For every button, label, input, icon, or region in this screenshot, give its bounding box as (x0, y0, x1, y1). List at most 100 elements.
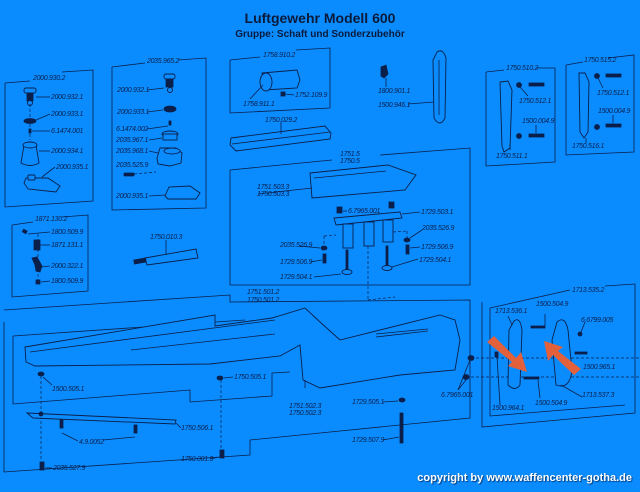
pin-part[interactable] (168, 120, 172, 126)
label-6-7965-001-bottom: 6.7965.001 (441, 392, 473, 399)
label-2035-526-9-left: 2035.526.9 (279, 242, 312, 249)
label-1729-504-1-right: 1729.504.1 (419, 257, 451, 264)
screw-part[interactable] (405, 244, 410, 255)
part-label: 1758.911.1 (243, 101, 275, 108)
label-1500-505-1: 1500.505.1 (52, 386, 84, 393)
group-1758-910-2: 1758.910.2 1758.911.1 1752.109.9 (229, 47, 331, 114)
long-bolt-part[interactable] (399, 412, 404, 444)
part-label: 2000.322.1 (50, 263, 83, 270)
bracket-part[interactable] (333, 211, 403, 226)
part-label: 2000.933.1 (50, 111, 83, 118)
group-label: 1713.535.2 (572, 287, 604, 294)
screw-part[interactable] (35, 279, 41, 285)
nut-part[interactable] (37, 371, 45, 377)
washer-part[interactable] (163, 105, 177, 113)
butt-pad-part[interactable] (432, 50, 447, 124)
screw-part[interactable] (280, 91, 286, 97)
screw-part[interactable] (219, 449, 225, 459)
label-1750-029-2: 1750.029.2 (265, 117, 297, 124)
part-label: 2000.932.1 (116, 87, 149, 94)
label-1750-010-3: 1750.010.3 (150, 234, 182, 241)
label-1729-506-9-right: 1729.506.9 (421, 244, 453, 251)
screw-part[interactable] (523, 376, 540, 380)
part-label: 2035.967.1 (115, 137, 148, 144)
part-label: 1500.964.1 (492, 405, 524, 412)
label-1729-507-9: 1729.507.9 (352, 437, 384, 444)
group-2035-965-2: 2035.965.2 2000.932.1 2000.933.1 6.1474.… (111, 57, 207, 211)
part-label: 1713.537.3 (582, 392, 614, 399)
glue-tube-part[interactable] (133, 248, 199, 266)
part-label: 6.1474.002 (116, 126, 148, 133)
part-label: 1750.512.1 (519, 98, 551, 105)
bolt-part[interactable] (385, 245, 389, 267)
group-1871-130-2: 1871.130.2 1800.509.9 1871.131.1 2000.32… (11, 214, 89, 298)
nut-part[interactable] (216, 375, 224, 381)
bolt-part[interactable] (345, 249, 349, 271)
cheekpiece-assembly: 1751.5 1750.5 1751.503.3 1750.503.3 6.79… (229, 147, 471, 301)
part-label: 2035.968.1 (115, 148, 148, 155)
accessory-rail-part[interactable] (25, 411, 177, 425)
cheek-piece-tool[interactable] (380, 64, 389, 79)
part-label: 1500.504.9 (536, 301, 568, 308)
part-label: 2000.935.1 (55, 164, 88, 171)
screw-part[interactable] (39, 461, 45, 471)
label-1751-502-3: 1751.502.3 (289, 403, 321, 410)
label-6-7965-001-top: 6.7965.001 (348, 208, 380, 215)
group-1750-515-2: 1750.515.2 1750.512.1 1500.004.9 1750.51… (565, 54, 635, 156)
label-1750-501-2: 1750.501.2 (247, 297, 279, 304)
washer-part[interactable] (320, 245, 328, 251)
cheek-rest-pad-part[interactable] (229, 125, 332, 152)
part-label: 1800.509.9 (51, 278, 83, 285)
screw-part[interactable] (133, 424, 138, 434)
part-label: 2000.933.1 (116, 109, 149, 116)
knob-bolt-part[interactable] (23, 87, 37, 106)
side-plate-part[interactable] (578, 72, 590, 139)
group-label: 2000.930.2 (32, 75, 65, 82)
part-label: 1500.004.9 (598, 108, 630, 115)
group-label: 1750.510.2 (506, 65, 538, 72)
base-plate-part[interactable] (164, 185, 201, 200)
label-1500-946-1: 1500.946.1 (378, 102, 410, 109)
washer-part[interactable] (398, 397, 406, 403)
group-label: 1750.515.2 (584, 57, 616, 64)
washer-part[interactable] (403, 237, 411, 243)
group-label: 1758.910.2 (263, 52, 295, 59)
block-part[interactable] (33, 239, 41, 251)
group-2000-930-2: 2000.930.2 2000.932.1 2000.933.1 6.1474.… (4, 69, 94, 208)
nut-part[interactable] (336, 206, 343, 214)
label-1750-5: 1750.5 (340, 158, 360, 165)
stock-body-part[interactable] (24, 307, 461, 389)
label-1729-503-1: 1729.503.1 (421, 209, 453, 216)
part-label: 1500.004.9 (522, 118, 554, 125)
label-1729-504-1-left: 1729.504.1 (280, 274, 312, 281)
screw-part[interactable] (530, 325, 546, 329)
clip-part[interactable] (494, 351, 499, 358)
group-1713-535-2: 1713.535.2 1713.536.1 1500.504.9 6.6799.… (481, 283, 636, 428)
group-label: 2035.965.2 (146, 58, 179, 65)
butt-plate-part[interactable] (507, 319, 523, 389)
label-1750-001-9: 1750.001.9 (181, 456, 213, 463)
trigger-part[interactable] (31, 256, 43, 273)
screw-part[interactable] (574, 351, 588, 355)
screw-part[interactable] (322, 253, 327, 264)
side-plate-part[interactable] (499, 80, 513, 153)
cheekpiece-part[interactable] (309, 164, 417, 199)
part-label: 1500.965.1 (583, 364, 615, 371)
screw-part[interactable] (59, 419, 64, 429)
screw-part[interactable] (123, 172, 135, 177)
part-label: 2000.934.1 (50, 148, 83, 155)
part-label: 1800.509.9 (51, 229, 83, 236)
nut-part[interactable] (388, 201, 395, 209)
highlight-arrow-right-down (487, 336, 527, 372)
screw-part[interactable] (21, 228, 28, 235)
part-label: 1750.511.1 (496, 153, 528, 160)
label-4-9-0052: 4.9.0052 (79, 439, 104, 446)
label-1750-505-1: 1750.505.1 (234, 374, 266, 381)
label-2035-527-9: 2035.527.9 (52, 465, 85, 472)
part-label: 1752.109.9 (295, 92, 327, 99)
knob-bolt-part[interactable] (163, 73, 176, 80)
part-label: 2000.932.1 (50, 94, 83, 101)
base-plate-part[interactable] (23, 177, 61, 193)
part-label: 6.6799.005 (581, 317, 613, 324)
